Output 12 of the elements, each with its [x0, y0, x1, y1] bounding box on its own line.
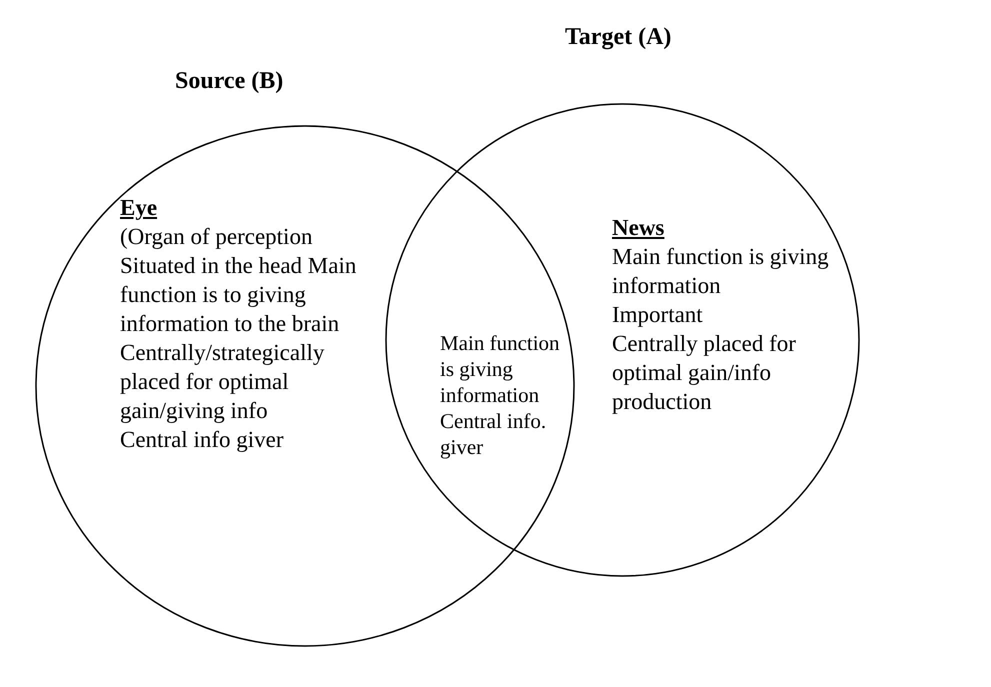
- description-text: Central info giver: [120, 426, 285, 454]
- heading: Eye: [120, 194, 158, 222]
- heading: News: [612, 214, 666, 242]
- description-text: Important: [612, 301, 704, 329]
- circle-title: Source (B): [175, 67, 284, 96]
- description-text: Centrally/strategically placed for optimal gain/giving info: [120, 339, 326, 425]
- circle-title: Target (A): [565, 23, 672, 52]
- description-text: Main function is giving information: [612, 243, 830, 300]
- description-text: (Organ of perception Situated in the head Main function is to giving information to the brain: [120, 223, 358, 338]
- description-text: Centrally placed for optimal gain/info production: [612, 330, 797, 416]
- description-text: Main function is giving information: [440, 330, 561, 408]
- description-text: Central info. giver: [440, 408, 548, 460]
